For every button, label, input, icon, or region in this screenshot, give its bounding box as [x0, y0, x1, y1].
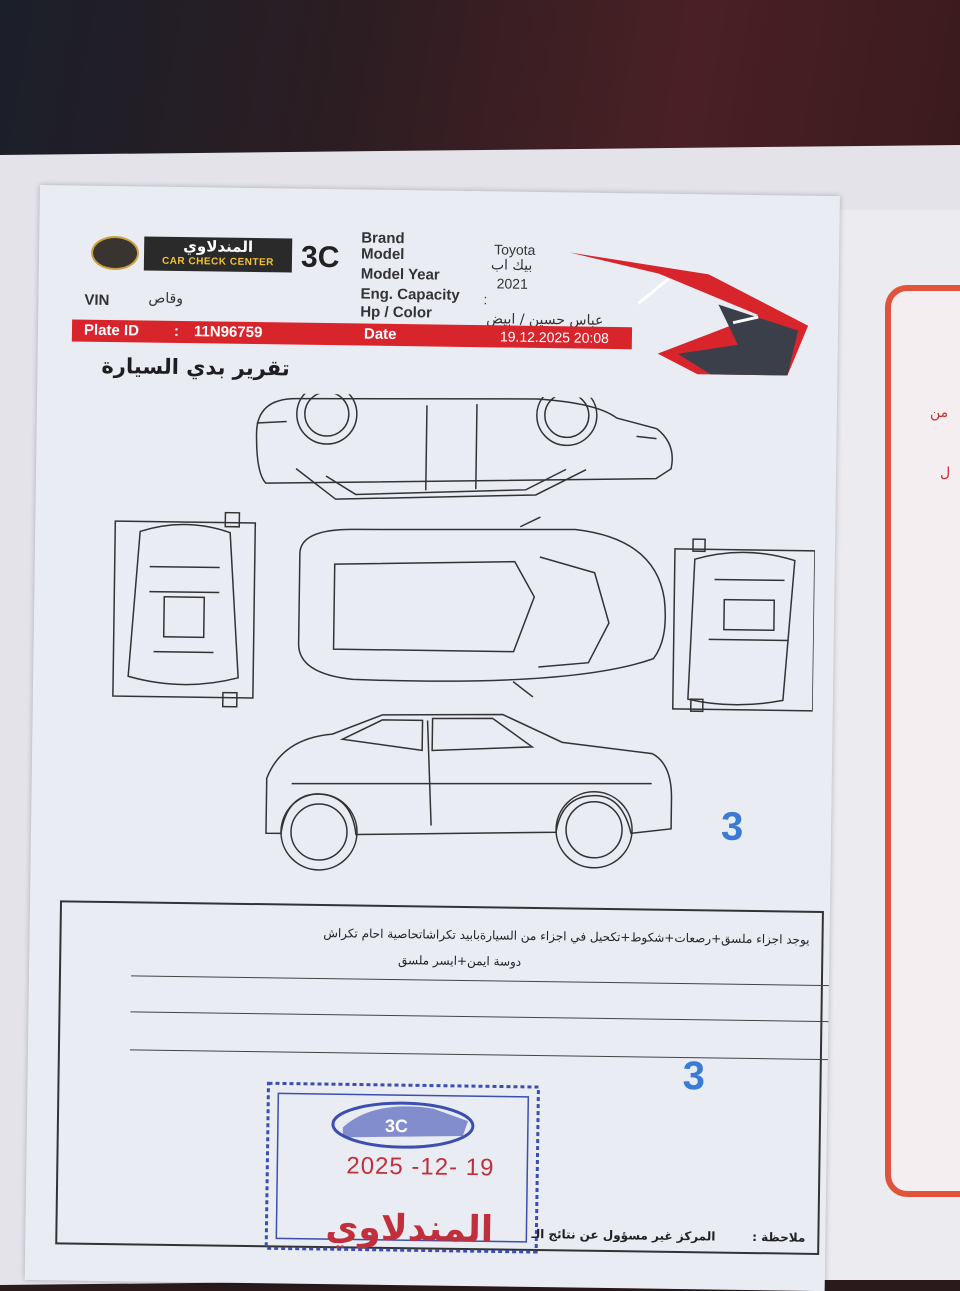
plate-separator: :	[173, 322, 180, 340]
year-value: 2021	[496, 275, 528, 292]
model-label: Model	[360, 245, 405, 264]
note-row-divider	[130, 975, 831, 987]
swoosh-highlight	[732, 315, 759, 325]
car-top-view	[297, 516, 667, 698]
footer-note-label: ملاحظة :	[752, 1230, 806, 1245]
damage-mark-1: 3	[720, 804, 744, 849]
swoosh-highlight	[637, 277, 670, 305]
logo-arabic: المندلاوي	[183, 237, 254, 256]
report-title: تقرير بدي السيارة	[101, 353, 290, 381]
engine-label: Eng. Capacity	[360, 285, 460, 304]
note-row-divider	[130, 1011, 831, 1023]
right-page-text-1: من	[930, 405, 949, 421]
brand-label: Brand	[361, 229, 405, 248]
model-value: بيك اب	[490, 257, 533, 274]
date-label: Date	[363, 325, 397, 343]
car-top-side-view	[255, 390, 673, 500]
company-logo: المندلاوي CAR CHECK CENTER	[143, 236, 293, 273]
car-side-view	[265, 713, 673, 871]
note-line-1: يوجد اجزاء ملسق+رصعات+شكوط+تكحيل في اجزا…	[323, 926, 810, 947]
right-page-text-2: ل	[940, 465, 951, 481]
engine-value: :	[483, 291, 488, 308]
car-rear-view	[671, 538, 816, 713]
right-page-frame	[885, 285, 960, 1197]
dark-swoosh	[677, 304, 799, 376]
company-emblem	[90, 235, 140, 271]
plate-label: Plate ID	[83, 321, 140, 340]
vin-label: VIN	[84, 291, 110, 309]
footer-note-text: المركز غير مسؤول عن نتائج الـ	[531, 1226, 716, 1244]
date-value: 19.12.2025 20:08	[499, 328, 610, 346]
plate-value: 11N96759	[193, 323, 263, 342]
logo-english: CAR CHECK CENTER	[161, 255, 274, 269]
header-decoration	[569, 252, 809, 376]
car-front-view	[112, 511, 257, 708]
model-year-label: Model Year	[360, 265, 440, 284]
color-label: Hp / Color	[360, 303, 433, 322]
note-row-divider	[129, 1049, 830, 1061]
stamp-logo: 3C	[385, 1116, 408, 1136]
logo-3c: 3C	[300, 240, 340, 275]
damage-mark-2: 3	[682, 1054, 706, 1099]
stamp-date: 2025 -12- 19	[346, 1152, 495, 1182]
brand-value: Toyota	[494, 241, 536, 258]
inspection-report-page: المندلاوي CAR CHECK CENTER 3C Brand Mode…	[24, 185, 840, 1291]
company-stamp: 3C	[264, 1081, 540, 1254]
vin-value: وقاص	[148, 290, 184, 308]
car-body-diagram	[112, 390, 816, 871]
stamp-name: المندلاوي	[325, 1207, 494, 1251]
note-line-2: دوسة ايمن+ايسر ملسق	[397, 953, 522, 969]
